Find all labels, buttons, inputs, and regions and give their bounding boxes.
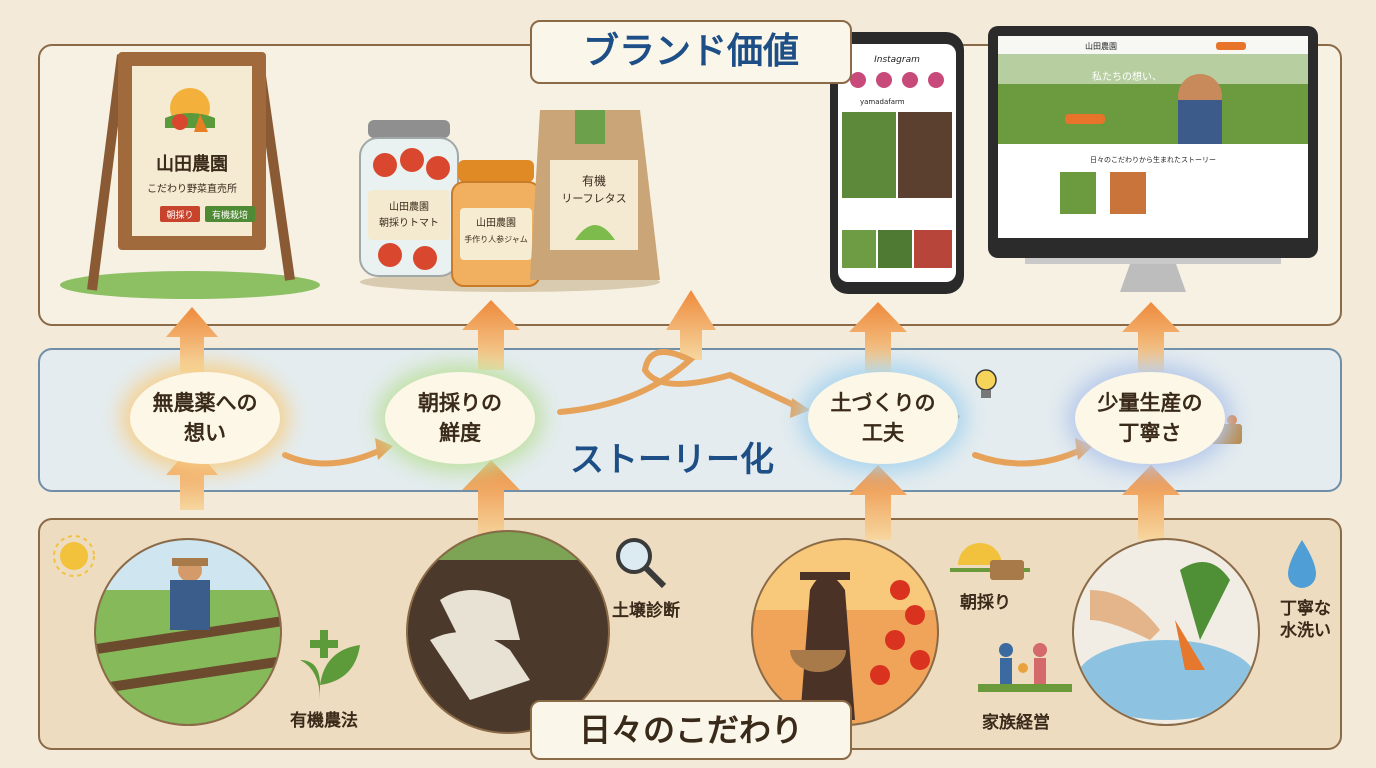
bubble-3-line2: 工夫 — [862, 421, 904, 445]
bubble-soil-making: 土づくりの 工夫 — [808, 372, 958, 464]
tomato-jar-line2: 朝採りトマト — [379, 216, 439, 229]
arrow-up-2b — [462, 300, 520, 370]
label-morning-harvest: 朝採り — [960, 593, 1011, 613]
arrow-up-3b — [849, 302, 907, 372]
story-title: ストーリー化 — [570, 440, 774, 480]
upward-arrows — [166, 290, 1180, 540]
arrow-up-2a — [462, 460, 520, 540]
website-logo: 山田農園 — [1085, 41, 1117, 51]
smartphone-illustration: Instagram yamadafarm — [830, 32, 964, 294]
flow-arrow-3 — [972, 445, 1088, 467]
bubble-1-line2: 想い — [184, 421, 226, 445]
flow-arrow-1 — [282, 445, 388, 467]
arrow-up-3a — [849, 465, 907, 540]
lightbulb-icon — [975, 369, 997, 398]
bubble-4-line2: 丁寧さ — [1118, 421, 1182, 445]
products-illustration: 山田農園 朝採りトマト 山田農園 手作り人参ジャム 有機 リーフレタス — [359, 110, 660, 292]
bag-line2: リーフレタス — [561, 192, 626, 205]
signboard-subtitle: こだわり野菜直売所 — [147, 182, 237, 195]
sunrise-basket-icon — [950, 543, 1030, 580]
jam-jar-line1: 山田農園 — [476, 216, 516, 229]
signboard-illustration: 山田農園 こだわり野菜直売所 朝採り 有機栽培 — [60, 52, 320, 299]
family-icon — [978, 643, 1072, 692]
hands-soil-scene — [406, 530, 610, 734]
signboard-tag-morning: 朝採り — [166, 209, 193, 221]
label-soil-diagnosis: 土壌診断 — [612, 601, 680, 621]
bubble-freshness: 朝採りの 鮮度 — [385, 372, 535, 464]
tomato-jar-line1: 山田農園 — [389, 200, 429, 213]
jam-jar-line2: 手作り人参ジャム — [464, 234, 528, 244]
flow-arrows — [282, 349, 1088, 467]
sprout-icon — [300, 630, 360, 700]
bubble-2-line2: 鮮度 — [439, 421, 481, 445]
bubble-no-pesticide: 無農薬への 想い — [130, 372, 280, 464]
magnifier-icon — [616, 538, 667, 589]
label-careful-washing-1: 丁寧な — [1280, 599, 1331, 619]
bubble-1-line1: 無農薬への — [152, 391, 258, 415]
water-drop-icon — [1288, 540, 1316, 588]
computer-monitor-illustration: 山田農園 私たちの想い、 日々のこだわりから生まれたストーリー — [988, 26, 1318, 292]
label-family-business: 家族経営 — [982, 713, 1050, 733]
phone-app-name: Instagram — [874, 55, 920, 65]
washing-vegetables-scene — [1072, 538, 1260, 726]
bubble-4-line1: 少量生産の — [1097, 391, 1203, 415]
bag-line1: 有機 — [582, 173, 606, 188]
website-section-title: 日々のこだわりから生まれたストーリー — [1090, 155, 1216, 164]
arrow-up-4b — [1122, 302, 1180, 372]
sun-icon — [53, 535, 95, 577]
bubble-3-line1: 土づくりの — [830, 391, 936, 415]
signboard-name: 山田農園 — [156, 154, 228, 175]
brand-value-title: ブランド価値 — [530, 20, 852, 84]
farmer-planting-scene — [94, 538, 282, 726]
flow-arrow-2 — [557, 349, 803, 415]
bubble-2-line1: 朝採りの — [418, 391, 502, 415]
phone-account: yamadafarm — [860, 98, 905, 106]
label-careful-washing-2: 水洗い — [1280, 621, 1331, 641]
arrow-up-1b — [166, 307, 218, 372]
signboard-tag-organic: 有機栽培 — [212, 209, 248, 221]
bubble-small-production: 少量生産の 丁寧さ — [1075, 372, 1225, 464]
arrow-up-center — [666, 290, 716, 360]
label-organic-farming: 有機農法 — [290, 711, 358, 731]
arrow-up-4a — [1122, 465, 1180, 540]
tomato-harvest-scene — [751, 538, 939, 726]
website-hero: 私たちの想い、 — [1092, 70, 1162, 83]
daily-commitment-title: 日々のこだわり — [530, 700, 852, 760]
